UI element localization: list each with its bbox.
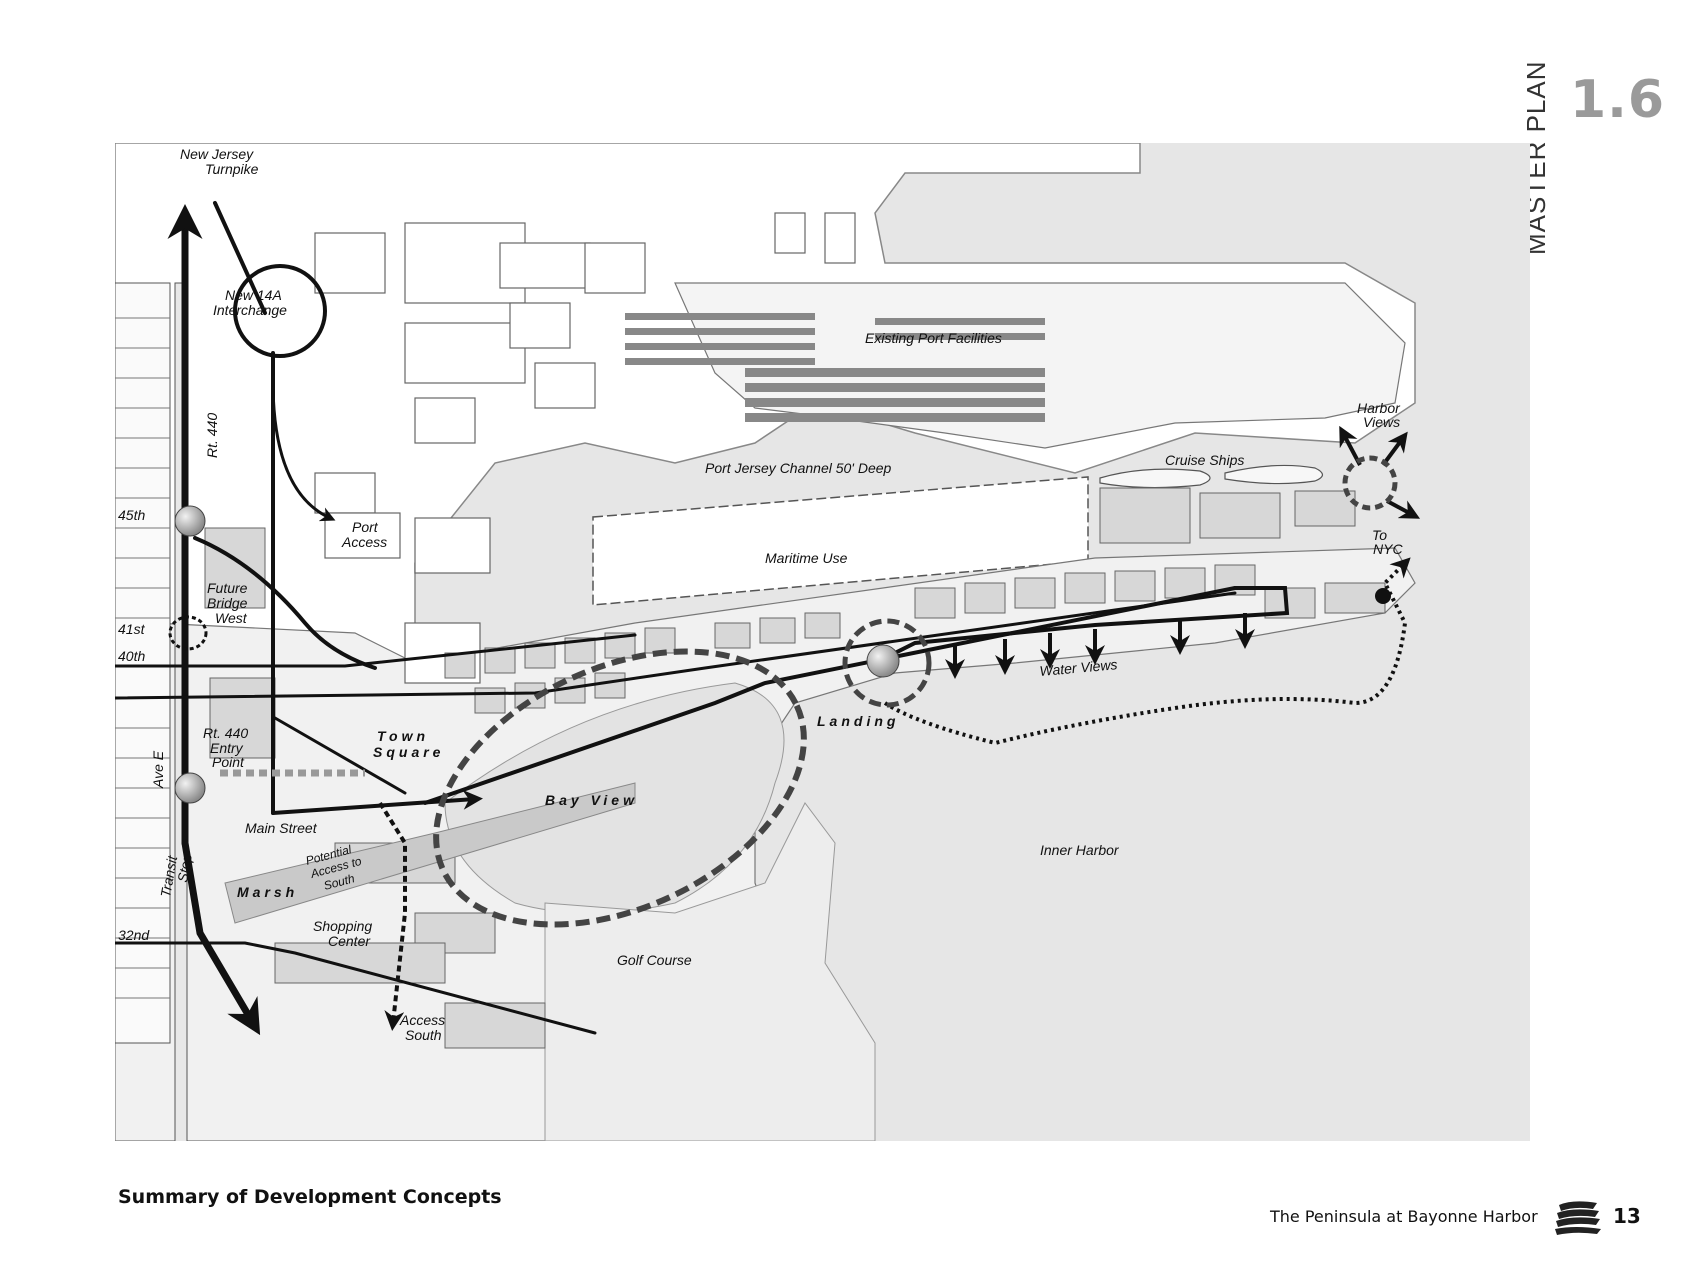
label-32nd: 32nd bbox=[118, 927, 150, 943]
label-access-south-2: South bbox=[405, 1027, 442, 1043]
label-port-access-2: Access bbox=[341, 534, 387, 550]
node-nyc-ferry bbox=[1375, 588, 1391, 604]
label-entry-point-3: Point bbox=[212, 754, 245, 770]
secondary-routes bbox=[220, 557, 1411, 1031]
node-entry-point bbox=[174, 772, 206, 804]
label-access-south: Access bbox=[399, 1012, 445, 1028]
golf-course-land bbox=[544, 802, 876, 1141]
port-facility-rows bbox=[625, 313, 1045, 422]
label-nj-turnpike: New Jersey bbox=[180, 146, 254, 162]
west-street-grid bbox=[115, 282, 188, 1141]
label-interchange-2: Interchange bbox=[213, 302, 287, 318]
ship-logo-icon bbox=[1555, 1201, 1601, 1235]
harbor-views-zone bbox=[1342, 455, 1398, 511]
label-entry-point: Rt. 440 bbox=[203, 725, 248, 741]
label-golf-course: Golf Course bbox=[617, 952, 692, 968]
label-port-access: Port bbox=[352, 519, 379, 535]
development-blocks bbox=[204, 487, 1386, 1049]
label-town-square: Town bbox=[377, 728, 429, 744]
label-40th: 40th bbox=[118, 648, 145, 664]
water-views-arrows bbox=[945, 613, 1255, 679]
label-to-nyc: To bbox=[1372, 527, 1387, 543]
label-main-street: Main Street bbox=[245, 820, 318, 836]
label-transit-stop: Transit bbox=[157, 854, 180, 899]
label-landing: Landing bbox=[817, 713, 899, 729]
label-rt440: Rt. 440 bbox=[204, 413, 220, 458]
label-maritime-use: Maritime Use bbox=[765, 550, 848, 566]
label-water-views: Water Views bbox=[1039, 656, 1118, 679]
node-45th bbox=[174, 505, 206, 537]
label-town-square-2: Square bbox=[373, 744, 444, 760]
label-harbor-views-2: Views bbox=[1363, 414, 1400, 430]
label-marsh: Marsh bbox=[237, 884, 298, 900]
section-number: 1.6 bbox=[1570, 70, 1666, 130]
interchange-circle bbox=[233, 264, 327, 358]
marsh-strip bbox=[224, 782, 636, 924]
label-nj-turnpike-2: Turnpike bbox=[205, 161, 259, 177]
label-interchange: New 14A bbox=[225, 287, 282, 303]
label-future-bridge-2: Bridge bbox=[207, 595, 248, 611]
bay-view-zone bbox=[433, 648, 807, 928]
label-channel: Port Jersey Channel 50' Deep bbox=[705, 460, 892, 476]
label-future-bridge: Future bbox=[207, 580, 248, 596]
label-41st: 41st bbox=[118, 621, 146, 637]
cruise-ships bbox=[1099, 464, 1324, 489]
map-caption: Summary of Development Concepts bbox=[118, 1186, 502, 1208]
label-ave-e: Ave E bbox=[150, 750, 166, 789]
label-to-nyc-2: NYC bbox=[1373, 541, 1403, 557]
future-bridge-zone bbox=[168, 615, 208, 651]
label-shopping-center: Shopping bbox=[313, 918, 372, 934]
footer-title: The Peninsula at Bayonne Harbor bbox=[1270, 1207, 1538, 1226]
page-number: 13 bbox=[1613, 1204, 1641, 1228]
label-transit-stop-2: Stop bbox=[174, 852, 195, 883]
node-landing bbox=[866, 644, 900, 678]
master-plan-map: New Jersey Turnpike New 14A Interchange … bbox=[115, 143, 1530, 1141]
label-shopping-center-2: Center bbox=[328, 933, 371, 949]
label-harbor-views: Harbor bbox=[1357, 400, 1401, 416]
label-existing-port: Existing Port Facilities bbox=[865, 330, 1002, 346]
label-inner-harbor: Inner Harbor bbox=[1040, 842, 1120, 858]
label-entry-point-2: Entry bbox=[210, 740, 244, 756]
label-cruise-ships: Cruise Ships bbox=[1165, 452, 1244, 468]
landing-zone bbox=[842, 618, 932, 708]
label-45th: 45th bbox=[118, 507, 145, 523]
label-future-bridge-3: West bbox=[215, 610, 248, 626]
label-bay-view: Bay View bbox=[545, 792, 638, 808]
